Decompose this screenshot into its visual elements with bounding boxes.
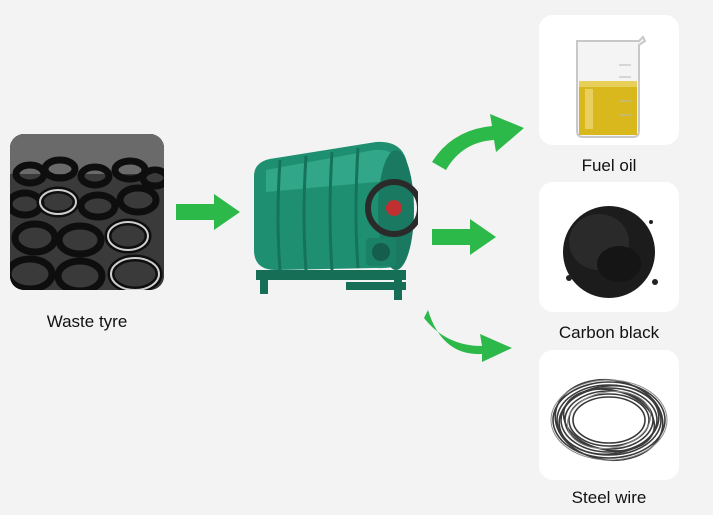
waste-tyre-image: [10, 134, 164, 290]
arrow-right-icon: [432, 219, 496, 255]
pyrolysis-machine-image: [246, 130, 418, 308]
arrow-up-right-icon: [432, 114, 524, 170]
steel-wire-label: Steel wire: [571, 488, 647, 507]
waste-tyre-label: Waste tyre: [46, 312, 128, 331]
beaker-icon: [539, 15, 679, 145]
fuel-oil-label: Fuel oil: [581, 156, 637, 175]
reactor-icon: [254, 141, 418, 300]
arrow-right-icon: [176, 194, 240, 230]
fuel-oil-image: [539, 15, 679, 145]
arrow-down-right-icon: [424, 310, 512, 362]
wire-coil-icon: [539, 350, 679, 480]
carbon-black-image: [539, 182, 679, 312]
carbon-powder-icon: [539, 182, 679, 312]
steel-wire-image: [539, 350, 679, 480]
tyre-pile-icon: [10, 134, 164, 290]
carbon-black-label: Carbon black: [558, 323, 660, 342]
